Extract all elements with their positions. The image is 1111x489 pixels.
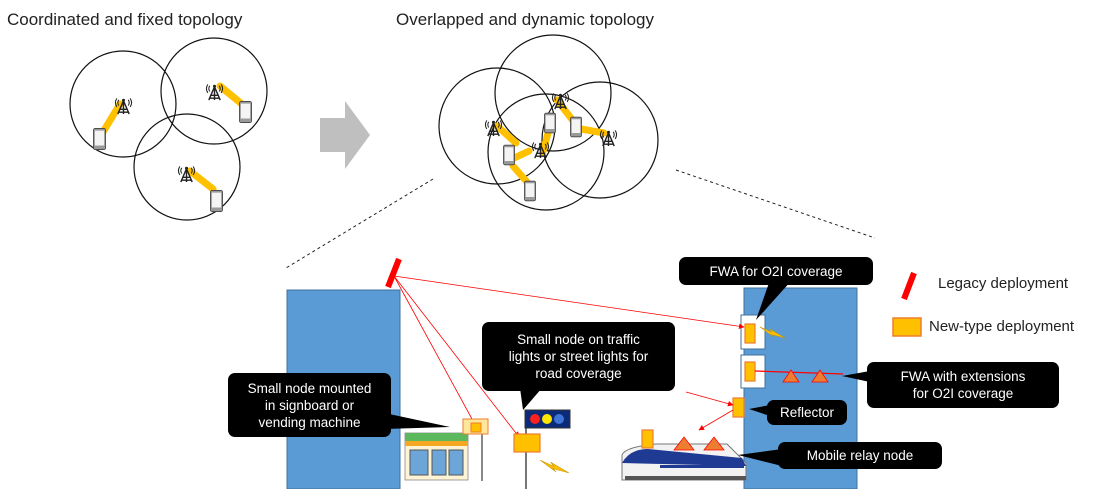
cell-tower-icon — [205, 83, 224, 101]
smartphone-icon — [93, 127, 106, 151]
zoom-line — [285, 178, 434, 269]
extension-triangle — [782, 369, 800, 383]
coverage-circle — [160, 37, 268, 145]
link-to-signboard-node — [393, 275, 479, 431]
coverage-circle — [487, 93, 605, 211]
smartphone-icon — [524, 180, 536, 202]
smartphone-icon — [503, 144, 515, 166]
heading-dynamic-topology: Overlapped and dynamic topology — [396, 10, 654, 29]
callout-pointer — [749, 405, 770, 416]
fwa-node — [744, 323, 756, 344]
link-reflector-to-train — [698, 409, 734, 431]
beam — [216, 82, 247, 109]
relay-antenna-triangle — [703, 436, 725, 451]
extension-triangle — [811, 369, 829, 383]
lightning-icon — [539, 459, 570, 474]
callout-signboard: Small node mounted in signboard or vendi… — [228, 373, 391, 437]
coverage-circle — [69, 50, 177, 158]
signboard-node — [470, 422, 482, 433]
legend-legacy-label: Legacy deployment — [938, 275, 1069, 292]
legend-new-type-symbol — [892, 317, 922, 337]
dynamic-topology-group — [438, 34, 659, 211]
heading-fixed-topology: Coordinated and fixed topology — [7, 10, 243, 29]
traffic-light-node — [513, 433, 541, 453]
callout-reflector: Reflector — [767, 400, 847, 425]
legend-legacy-symbol — [901, 271, 917, 301]
link-to-traffic-node — [393, 275, 520, 438]
coverage-circle — [541, 81, 659, 199]
callout-traffic-lights: Small node on traffic lights or street l… — [482, 322, 675, 391]
link-to-reflector — [685, 391, 734, 407]
callout-pointer — [842, 371, 870, 382]
reflector-node — [732, 397, 745, 418]
transition-arrow — [320, 101, 370, 169]
smartphone-icon — [239, 100, 252, 124]
legacy-node — [385, 257, 402, 289]
beam — [99, 100, 124, 136]
legend-new-type-label: New-type deployment — [929, 318, 1075, 335]
callout-pointer — [756, 280, 792, 320]
smartphone-icon — [210, 189, 223, 213]
fixed-topology-group — [69, 37, 268, 221]
callout-pointer — [380, 412, 450, 429]
convenience-store-icon — [404, 432, 483, 481]
smartphone-icon — [570, 116, 582, 138]
link-to-fwa — [393, 275, 745, 330]
mobile-relay-node — [641, 429, 654, 449]
smartphone-icon — [544, 112, 556, 134]
fwa-extension-node — [744, 361, 756, 382]
coverage-circle — [133, 113, 241, 221]
callout-mobile-relay: Mobile relay node — [778, 442, 942, 469]
callout-pointer — [520, 388, 542, 410]
beam — [577, 125, 608, 137]
extension-line — [754, 370, 844, 375]
beam — [509, 162, 531, 186]
callout-fwa-o2i: FWA for O2I coverage — [679, 257, 873, 285]
zoom-line — [675, 169, 876, 239]
callout-pointer — [738, 449, 782, 466]
callout-fwa-extensions: FWA with extensions for O2I coverage — [867, 362, 1059, 408]
bullet-train-icon — [621, 443, 747, 481]
relay-antenna-triangle — [673, 436, 695, 451]
coverage-circle — [494, 34, 612, 152]
